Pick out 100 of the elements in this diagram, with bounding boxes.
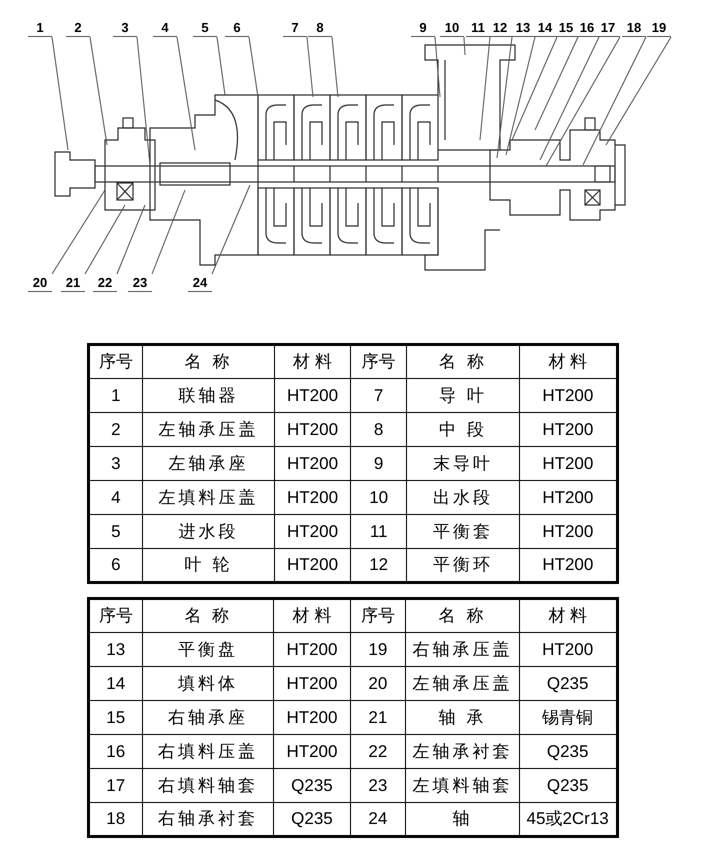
table-cell: 7 bbox=[350, 378, 406, 412]
callout-number: 16 bbox=[575, 19, 599, 37]
table-cell: 11 bbox=[350, 514, 406, 548]
table-cell: HT200 bbox=[274, 700, 350, 734]
leader-line bbox=[216, 36, 226, 96]
leader-line bbox=[464, 36, 466, 56]
header-cell: 材 料 bbox=[274, 598, 350, 632]
table-cell: 16 bbox=[88, 734, 143, 768]
table-cell: 4 bbox=[88, 480, 143, 514]
header-cell: 名 称 bbox=[142, 598, 274, 632]
callout-number: 18 bbox=[622, 19, 646, 37]
callout-number: 20 bbox=[28, 274, 52, 292]
table-cell: 填料体 bbox=[142, 666, 274, 700]
callout-number: 24 bbox=[188, 274, 212, 292]
header-cell: 序号 bbox=[350, 344, 406, 378]
table-cell: 左轴承衬套 bbox=[406, 734, 520, 768]
callout-number: 23 bbox=[128, 274, 152, 292]
callout-number: 1 bbox=[28, 19, 52, 37]
header-cell: 名 称 bbox=[406, 598, 520, 632]
header-cell: 材 料 bbox=[274, 344, 351, 378]
callout-number: 15 bbox=[554, 19, 578, 37]
leader-line bbox=[90, 36, 108, 146]
callout-number: 6 bbox=[225, 19, 249, 37]
leader-line bbox=[52, 190, 106, 274]
leader-line bbox=[434, 36, 440, 98]
callout-number: 13 bbox=[511, 19, 535, 37]
callout-number: 4 bbox=[153, 19, 177, 37]
leader-line bbox=[136, 36, 150, 166]
table-cell: 14 bbox=[88, 666, 143, 700]
leader-line bbox=[496, 36, 512, 158]
leader-line bbox=[152, 190, 186, 274]
table-cell: 22 bbox=[350, 734, 406, 768]
table-cell: 13 bbox=[88, 632, 143, 666]
header-cell: 名 称 bbox=[406, 344, 520, 378]
table-cell: 右填料压盖 bbox=[142, 734, 274, 768]
table-cell: 轴 承 bbox=[406, 700, 520, 734]
table-cell: 9 bbox=[350, 446, 406, 480]
table-cell: 出水段 bbox=[406, 480, 520, 514]
leader-line bbox=[116, 204, 146, 274]
table-cell: 10 bbox=[350, 480, 406, 514]
table-cell: 左填料压盖 bbox=[142, 480, 274, 514]
table-cell: HT200 bbox=[274, 480, 351, 514]
table-cell: 末导叶 bbox=[406, 446, 520, 480]
leader-line bbox=[546, 36, 620, 166]
table-cell: 1 bbox=[88, 378, 143, 412]
table-cell: HT200 bbox=[274, 514, 351, 548]
table-cell: 20 bbox=[350, 666, 406, 700]
table-cell: 3 bbox=[88, 446, 143, 480]
header-cell: 序号 bbox=[88, 344, 143, 378]
leader-line bbox=[512, 36, 558, 140]
leader-line bbox=[480, 36, 490, 140]
callout-number: 2 bbox=[66, 19, 90, 37]
table-cell: 23 bbox=[350, 768, 406, 802]
leader-line bbox=[248, 36, 258, 98]
leader-line bbox=[84, 204, 126, 274]
table-cell: 进水段 bbox=[142, 514, 274, 548]
table-cell: HT200 bbox=[274, 378, 351, 412]
callout-number: 5 bbox=[193, 19, 217, 37]
table-cell: 平衡盘 bbox=[142, 632, 274, 666]
table-cell: 8 bbox=[350, 412, 406, 446]
callout-number: 17 bbox=[596, 19, 620, 37]
table-cell: 左轴承压盖 bbox=[142, 412, 274, 446]
table-cell: 21 bbox=[350, 700, 406, 734]
leader-line bbox=[540, 36, 600, 160]
callout-number: 11 bbox=[466, 19, 490, 37]
callout-number: 7 bbox=[283, 19, 307, 37]
table-cell: 联轴器 bbox=[142, 378, 274, 412]
table-cell: 左填料轴套 bbox=[406, 768, 520, 802]
leader-line bbox=[606, 36, 672, 146]
table-cell: 左轴承座 bbox=[142, 446, 274, 480]
table-cell: 右轴承座 bbox=[142, 700, 274, 734]
table-cell: 导 叶 bbox=[406, 378, 520, 412]
table-cell: 右填料轴套 bbox=[142, 768, 274, 802]
table-cell: 17 bbox=[88, 768, 143, 802]
callout-number: 22 bbox=[93, 274, 117, 292]
callout-number: 9 bbox=[411, 19, 435, 37]
callout-number: 19 bbox=[647, 19, 671, 37]
table-cell: 19 bbox=[350, 632, 406, 666]
header-cell: 名 称 bbox=[142, 344, 274, 378]
header-cell: 序号 bbox=[350, 598, 406, 632]
leader-line bbox=[52, 36, 68, 150]
table-cell: HT200 bbox=[274, 734, 350, 768]
table-cell: 15 bbox=[88, 700, 143, 734]
table-cell: HT200 bbox=[274, 666, 350, 700]
callout-number: 12 bbox=[488, 19, 512, 37]
table-cell: HT200 bbox=[274, 632, 350, 666]
leader-line bbox=[212, 184, 250, 274]
callout-number: 3 bbox=[113, 19, 137, 37]
table-cell: 左轴承压盖 bbox=[406, 666, 520, 700]
table-cell: 2 bbox=[88, 412, 143, 446]
leader-line bbox=[582, 36, 646, 166]
table-cell: HT200 bbox=[274, 446, 351, 480]
table-cell: 右轴承压盖 bbox=[406, 632, 520, 666]
leader-line bbox=[332, 36, 338, 98]
table-cell: Q235 bbox=[274, 768, 350, 802]
header-cell: 序号 bbox=[88, 598, 143, 632]
leader-line bbox=[306, 36, 314, 98]
callout-number: 21 bbox=[61, 274, 85, 292]
table-cell: 平衡套 bbox=[406, 514, 520, 548]
table-cell: 中 段 bbox=[406, 412, 520, 446]
